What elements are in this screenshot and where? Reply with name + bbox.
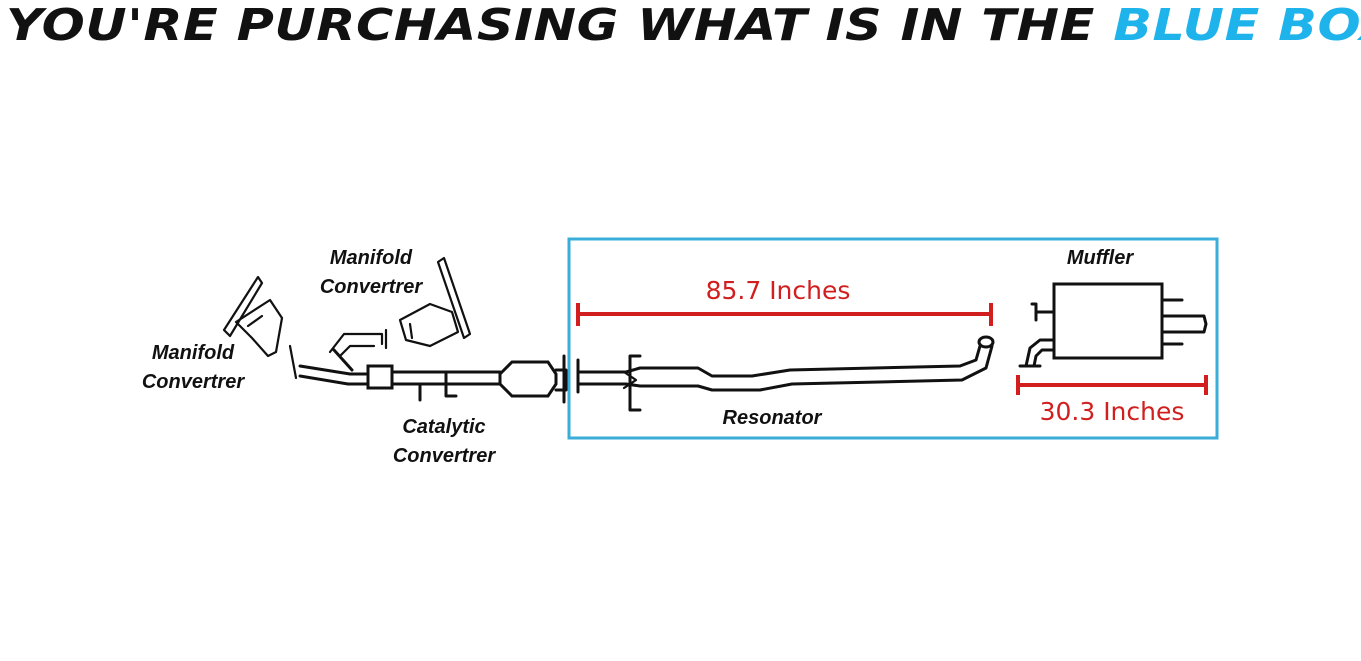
front-pipe-drawing bbox=[298, 348, 568, 404]
left-manifold-converter-drawing bbox=[222, 275, 298, 380]
banner-title-main: YOU'RE PURCHASING WHAT IS IN THE bbox=[6, 0, 1095, 51]
pipe-length-label: 85.7 Inches bbox=[706, 276, 851, 305]
resonator-pipe-drawing bbox=[576, 335, 995, 412]
manifold-top-label-line1: Manifold bbox=[330, 247, 413, 269]
manifold-top-label-line2: Convertrer bbox=[320, 276, 423, 298]
manifold-left-label-line2: Convertrer bbox=[142, 371, 245, 393]
muffler-drawing bbox=[1018, 282, 1208, 368]
banner-title-accent: BLUE BOX bbox=[1113, 0, 1361, 51]
resonator-label: Resonator bbox=[723, 407, 823, 429]
muffler-label: Muffler bbox=[1067, 247, 1135, 269]
top-manifold-converter-drawing bbox=[328, 256, 472, 358]
muffler-dimension-line bbox=[1016, 375, 1208, 395]
pipe-dimension-line bbox=[576, 303, 993, 326]
manifold-left-label-line1: Manifold bbox=[152, 342, 235, 364]
banner-title: YOU'RE PURCHASING WHAT IS IN THE BLUE BO… bbox=[6, 0, 1361, 51]
catalytic-label-line1: Catalytic bbox=[402, 416, 485, 438]
banner: YOU'RE PURCHASING WHAT IS IN THE BLUE BO… bbox=[0, 0, 1361, 56]
blue-box-outline bbox=[567, 237, 1219, 440]
catalytic-label-line2: Convertrer bbox=[393, 445, 496, 467]
muffler-length-label: 30.3 Inches bbox=[1040, 397, 1185, 426]
